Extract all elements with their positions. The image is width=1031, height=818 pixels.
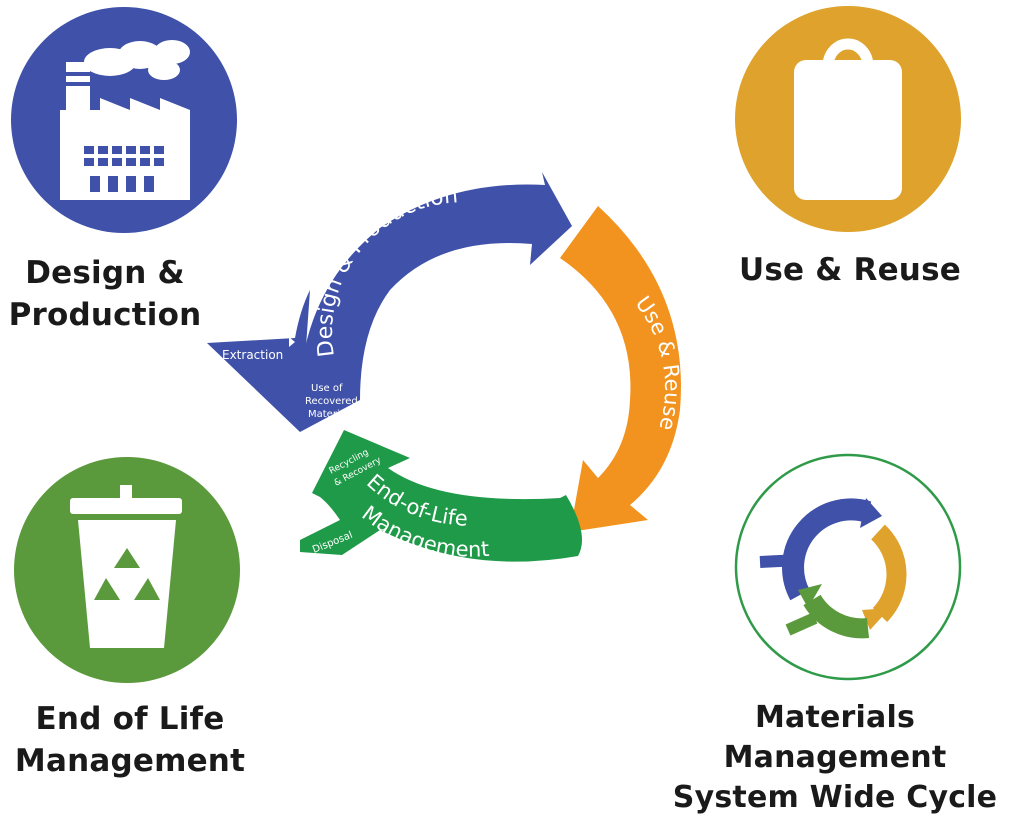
eol-caption-line1: End of Life (35, 701, 225, 737)
end-of-life-badge (14, 457, 240, 683)
use-reuse-badge (735, 6, 961, 232)
design-caption-line1: Design & (25, 255, 185, 291)
design-caption-line2: Production (8, 297, 202, 333)
recovered-line3: Materials (308, 409, 354, 420)
materials-management-diagram: Design & Production Extraction Use of Re… (11, 6, 962, 683)
materials-management-badge (734, 453, 962, 681)
shopping-bag-icon (794, 38, 902, 200)
use-caption-line1: Use & Reuse (739, 252, 961, 288)
materials-management-caption: Materials Management System Wide Cycle (645, 698, 1025, 818)
cycle-arrows-icon (759, 498, 907, 639)
factory-icon (60, 40, 190, 200)
extraction-arrowhead (289, 337, 295, 347)
extraction-label: Extraction (222, 348, 283, 362)
design-production-arrow: Design & Production Extraction Use of Re… (207, 172, 572, 432)
recovered-line1: Use of (311, 383, 343, 394)
use-reuse-arrow: Use & Reuse (560, 206, 684, 532)
eol-caption-line2: Management (14, 743, 246, 779)
mm-caption-line1: Materials Management (723, 700, 947, 775)
end-of-life-caption: End of Life Management (0, 698, 260, 782)
mm-caption-line2: System Wide Cycle (672, 780, 998, 815)
recovered-line2: Recovered (305, 396, 358, 407)
end-of-life-arrow: End-of-Life Management Recycling & Recov… (300, 430, 582, 562)
design-production-caption: Design & Production (0, 252, 210, 336)
diagram-canvas: Design & Production Extraction Use of Re… (11, 6, 962, 683)
recycle-symbol-icon (94, 548, 160, 600)
use-reuse-caption: Use & Reuse (730, 250, 970, 290)
recycle-bin-icon (70, 485, 182, 648)
design-production-badge (11, 7, 237, 233)
